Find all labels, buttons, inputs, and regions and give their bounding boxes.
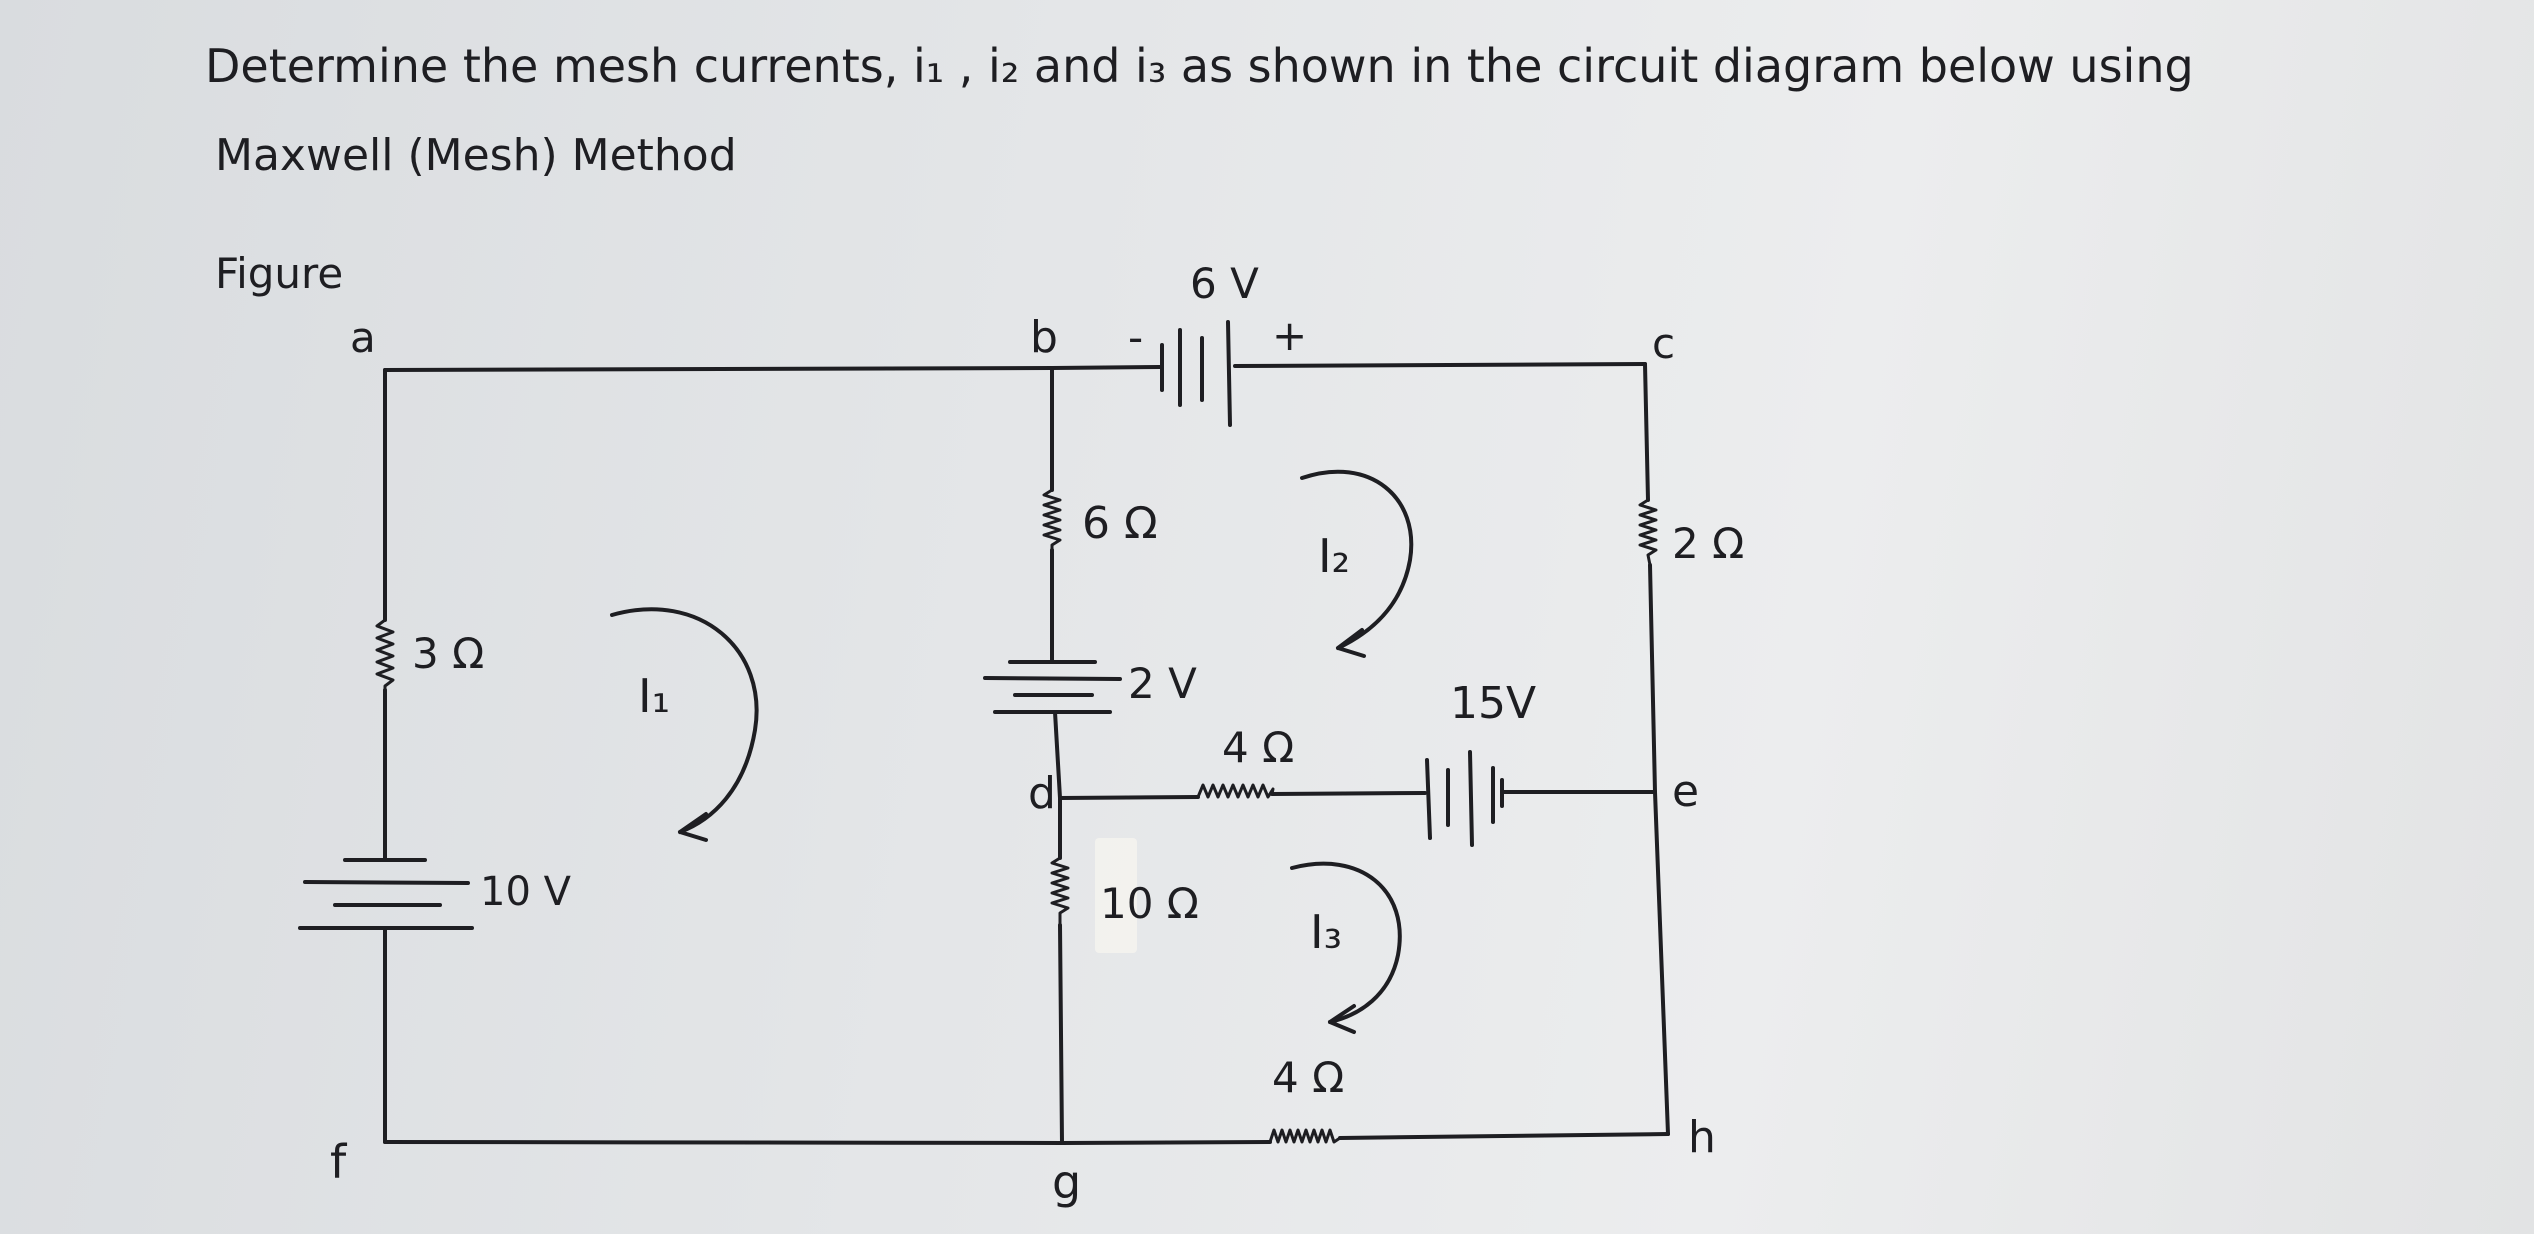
battery-6v-label: 6 V — [1190, 259, 1259, 308]
wire-d-r4mid — [1058, 795, 1200, 800]
paper-patch — [1095, 838, 1137, 953]
resistor-2-ohm — [1638, 498, 1658, 567]
resistor-4-ohm-bottom-label: 4 Ω — [1272, 1053, 1344, 1102]
node-label-b: b — [1030, 312, 1058, 363]
mesh-loop-i1 — [610, 607, 759, 842]
resistor-6-ohm-label: 6 Ω — [1082, 498, 1158, 549]
mesh-current-i2-label: I₂ — [1318, 529, 1350, 583]
battery-6v — [1160, 320, 1232, 427]
node-label-c: c — [1652, 319, 1675, 368]
wire-r4mid-battery15 — [1270, 791, 1427, 796]
wire-a-b — [383, 366, 1054, 372]
wire-c-r2 — [1643, 362, 1650, 502]
wire-r2-e — [1648, 563, 1657, 794]
problem-line-2: Maxwell (Mesh) Method — [215, 130, 737, 181]
battery-6v-plus: + — [1272, 311, 1307, 360]
mesh-current-i1-label: I₁ — [638, 669, 670, 723]
mesh-loop-i2 — [1300, 469, 1414, 658]
wire-battery6-c — [1233, 362, 1647, 368]
resistor-10-ohm-label: 10 Ω — [1100, 879, 1199, 928]
battery-2v — [983, 660, 1122, 714]
resistor-2-ohm-label: 2 Ω — [1672, 519, 1744, 568]
resistor-3-ohm — [375, 618, 395, 692]
battery-10v-label: 10 V — [480, 869, 572, 915]
node-label-e: e — [1672, 766, 1699, 817]
battery-6v-minus: - — [1128, 313, 1143, 362]
battery-10v — [298, 858, 474, 930]
figure-label: Figure — [215, 249, 343, 298]
wire-f-g — [383, 1140, 1064, 1145]
battery-15v-label: 15V — [1450, 678, 1536, 729]
wire-g-r4bottom — [1060, 1140, 1272, 1145]
mesh-loop-i3 — [1290, 861, 1402, 1034]
battery-2v-label: 2 V — [1128, 659, 1197, 708]
wire-battery2-d — [1053, 710, 1062, 800]
resistor-6-ohm — [1042, 488, 1062, 552]
wire-b-battery6 — [1050, 365, 1162, 370]
resistor-4-ohm-middle-label: 4 Ω — [1222, 723, 1294, 772]
wire-e-h — [1653, 790, 1670, 1136]
resistor-4-ohm-bottom — [1268, 1128, 1342, 1144]
battery-15v — [1425, 750, 1504, 847]
resistor-4-ohm-middle — [1196, 783, 1275, 799]
problem-line-1: Determine the mesh currents, i₁ , i₂ and… — [205, 39, 2194, 93]
node-label-h: h — [1688, 1112, 1716, 1163]
node-label-g: g — [1052, 1155, 1081, 1209]
node-label-d: d — [1028, 768, 1056, 819]
mesh-current-i3-label: I₃ — [1310, 905, 1342, 959]
wire-r10-g — [1058, 923, 1064, 1145]
resistor-3-ohm-label: 3 Ω — [412, 629, 484, 678]
node-label-a: a — [350, 313, 376, 362]
node-label-f: f — [330, 1135, 348, 1189]
wire-r4bottom-h — [1338, 1132, 1670, 1140]
resistor-10-ohm — [1050, 856, 1070, 927]
